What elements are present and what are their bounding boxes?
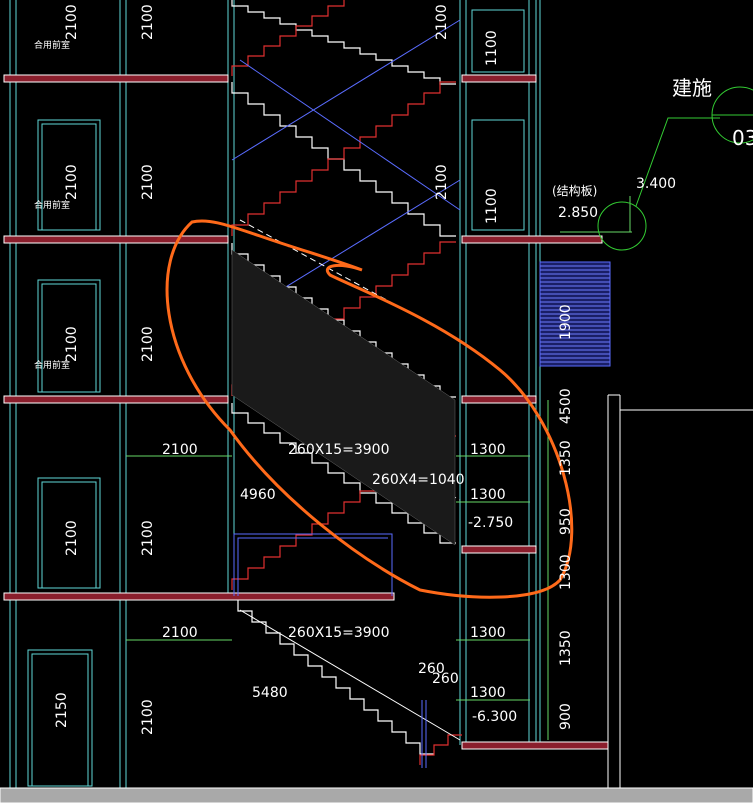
level-2: -6.300 — [472, 709, 517, 725]
right-exterior-wall — [607, 394, 753, 788]
dim-left-6: 2150 — [54, 692, 70, 728]
room-label-3: 合用前室 — [34, 359, 70, 371]
stair-run-2: 260X15=3900 — [288, 625, 390, 641]
stair-width-2: 2100 — [162, 625, 198, 641]
stair-length-2: 5480 — [252, 685, 288, 701]
stair-red-2 — [231, 0, 345, 76]
orange-markup — [165, 219, 574, 599]
grid-lines — [9, 0, 541, 790]
stair-edge-1 — [239, 609, 461, 741]
stair-red-5 — [419, 734, 462, 765]
stair-width-1: 2100 — [162, 442, 198, 458]
landing-dim-3: 1300 — [470, 625, 506, 641]
landing-dim-1: 1300 — [470, 442, 506, 458]
tread-1: 260 — [418, 661, 445, 677]
floor-slabs — [0, 74, 753, 803]
landing-dim-2: 1300 — [470, 487, 506, 503]
stair-white-5 — [237, 600, 434, 755]
dim-right-5: 1350 — [558, 630, 574, 666]
level-1: -2.750 — [468, 515, 513, 531]
dim-left-2: 2100 — [64, 164, 80, 200]
stair-white-1 — [231, 0, 456, 85]
room-label-2: 合用前室 — [34, 199, 70, 211]
blue-diag-2 — [231, 19, 461, 161]
dash-diag-1 — [239, 219, 461, 341]
room-label-1: 合用前室 — [34, 39, 70, 51]
dim-right-3: 950 — [558, 508, 574, 535]
dim-upper-right-4: 1100 — [484, 188, 500, 224]
labels: 建施 03 合用前室 合用前室 合用前室 260X15=3900 260X4=1… — [34, 4, 753, 735]
structural-label: (结构板) — [552, 183, 597, 198]
door-frames — [27, 9, 525, 787]
level-3: 2.850 — [558, 205, 598, 221]
right-window — [539, 261, 611, 367]
dim-right-4: 1300 — [558, 554, 574, 590]
dim-col2-1: 2100 — [140, 4, 156, 40]
callout — [597, 86, 753, 251]
dim-upper-right-3: 2100 — [434, 164, 450, 200]
blue-frame — [233, 533, 427, 768]
title-label: 建施 — [672, 76, 712, 100]
dim-col2-2: 2100 — [140, 164, 156, 200]
stair-white-4 — [231, 403, 456, 544]
tread-2: 260 — [432, 671, 459, 687]
window-dim: 1900 — [558, 304, 574, 340]
dim-right-1: 4500 — [558, 388, 574, 424]
stair-run-1b: 260X4=1040 — [372, 472, 465, 488]
dim-col2-5: 2100 — [140, 699, 156, 735]
stair-red-1 — [231, 81, 456, 236]
sheet-code: 03 — [732, 126, 753, 150]
stair-run-1: 260X15=3900 — [288, 442, 390, 458]
stair-hatch — [231, 249, 456, 546]
blue-diag-1 — [239, 59, 461, 211]
stair-length-1: 4960 — [240, 487, 276, 503]
dim-upper-right-2: 1100 — [484, 30, 500, 66]
landing-dim-4: 1300 — [470, 685, 506, 701]
dim-left-1: 2100 — [64, 4, 80, 40]
dim-upper-right-1: 2100 — [434, 4, 450, 40]
dim-left-4: 2100 — [64, 520, 80, 556]
dim-lines — [126, 196, 632, 740]
dim-right-6: 900 — [558, 703, 574, 730]
level-4: 3.400 — [636, 176, 676, 192]
dim-col2-4: 2100 — [140, 520, 156, 556]
dim-left-3: 2100 — [64, 326, 80, 362]
dim-right-2: 1350 — [558, 440, 574, 476]
dim-col2-3: 2100 — [140, 326, 156, 362]
